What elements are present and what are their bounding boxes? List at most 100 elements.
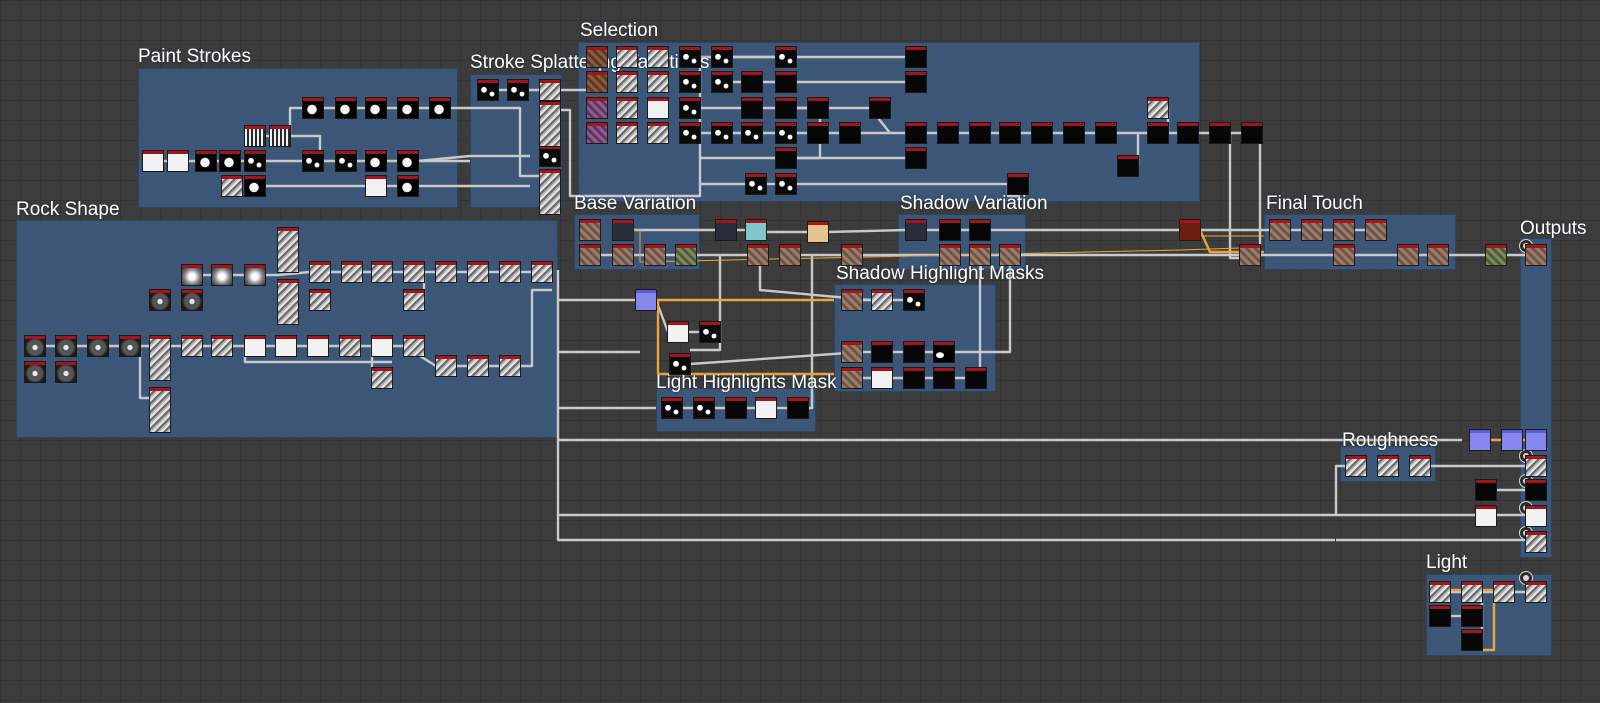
graph-node[interactable] [182,336,202,356]
graph-node[interactable] [970,220,990,240]
frame-title-shadow-variation[interactable]: Shadow Variation [900,193,1048,214]
graph-node[interactable] [636,290,656,310]
graph-node[interactable] [270,126,290,146]
graph-node[interactable] [1428,245,1448,265]
graph-node[interactable] [436,356,456,376]
frame-title-final-touch[interactable]: Final Touch [1266,193,1363,214]
graph-node[interactable] [776,72,796,92]
graph-node[interactable] [1242,123,1262,143]
graph-node[interactable] [872,368,892,388]
graph-node[interactable] [776,123,796,143]
graph-node[interactable] [342,262,362,282]
graph-node[interactable] [776,98,796,118]
graph-node[interactable] [303,98,323,118]
graph-node[interactable] [580,220,600,240]
graph-node[interactable] [613,245,633,265]
graph-node[interactable] [906,123,926,143]
graph-node[interactable] [222,176,242,196]
graph-node[interactable] [1526,245,1546,265]
graph-node[interactable] [648,98,668,118]
graph-node[interactable] [245,176,265,196]
frame-title-shadow-highlight-masks[interactable]: Shadow Highlight Masks [836,263,1045,284]
graph-node[interactable] [500,356,520,376]
graph-node[interactable] [580,245,600,265]
graph-node[interactable] [56,336,76,356]
graph-node[interactable] [680,123,700,143]
graph-node[interactable] [842,342,862,362]
graph-node[interactable] [25,362,45,382]
graph-node[interactable] [1148,98,1168,118]
graph-node[interactable] [648,47,668,67]
graph-node[interactable] [680,98,700,118]
graph-node[interactable] [303,151,323,171]
graph-node[interactable] [776,174,796,194]
frame-title-base-variation[interactable]: Base Variation [574,193,697,214]
graph-node[interactable] [366,151,386,171]
frame-final-touch[interactable] [1264,214,1456,270]
graph-node[interactable] [120,336,140,356]
graph-node[interactable] [906,47,926,67]
frame-selection[interactable] [578,42,1200,202]
graph-node[interactable] [398,151,418,171]
graph-node[interactable] [940,245,960,265]
graph-node[interactable] [1398,245,1418,265]
graph-node[interactable] [1270,220,1290,240]
graph-node[interactable] [617,72,637,92]
graph-node[interactable] [1118,156,1138,176]
graph-node[interactable] [1366,220,1386,240]
graph-node[interactable] [726,398,746,418]
graph-node[interactable] [500,262,520,282]
graph-node[interactable] [1064,123,1084,143]
graph-node[interactable] [776,47,796,67]
graph-node[interactable] [1334,245,1354,265]
graph-node[interactable] [742,72,762,92]
graph-node[interactable] [700,322,720,342]
graph-node[interactable] [587,47,607,67]
graph-node[interactable] [808,98,828,118]
graph-node[interactable] [1008,174,1028,194]
graph-node[interactable] [532,262,552,282]
frame-title-roughness[interactable]: Roughness [1342,430,1439,451]
graph-node[interactable] [842,290,862,310]
graph-node[interactable] [143,151,163,171]
graph-node[interactable] [276,336,296,356]
graph-node[interactable] [1486,245,1506,265]
frame-title-outputs[interactable]: Outputs [1520,218,1587,239]
graph-node[interactable] [906,148,926,168]
graph-node[interactable] [842,368,862,388]
graph-node[interactable] [712,123,732,143]
graph-node[interactable] [468,262,488,282]
graph-node[interactable] [842,245,862,265]
graph-node[interactable] [904,368,924,388]
graph-node[interactable] [662,398,682,418]
graph-node[interactable] [1000,123,1020,143]
graph-node[interactable] [906,220,926,240]
graph-node[interactable] [970,245,990,265]
graph-node[interactable] [966,368,986,388]
graph-node[interactable] [776,148,796,168]
graph-node[interactable] [540,102,560,146]
graph-node[interactable] [404,262,424,282]
graph-node[interactable] [748,245,768,265]
graph-node[interactable] [680,72,700,92]
graph-node[interactable] [468,356,488,376]
graph-node[interactable] [1494,582,1514,602]
graph-node[interactable] [1178,123,1198,143]
graph-node[interactable] [404,290,424,310]
graph-node[interactable] [430,98,450,118]
graph-node[interactable] [398,98,418,118]
graph-node[interactable] [788,398,808,418]
graph-node[interactable] [278,280,298,324]
graph-node[interactable] [150,388,170,432]
graph-node[interactable] [336,98,356,118]
graph-node[interactable] [676,245,696,265]
graph-node[interactable] [1462,606,1482,626]
graph-node[interactable] [1430,582,1450,602]
graph-node[interactable] [617,123,637,143]
graph-node[interactable] [742,98,762,118]
graph-node[interactable] [1526,480,1546,500]
graph-node[interactable] [508,80,528,100]
graph-node[interactable] [645,245,665,265]
graph-node[interactable] [150,290,170,310]
